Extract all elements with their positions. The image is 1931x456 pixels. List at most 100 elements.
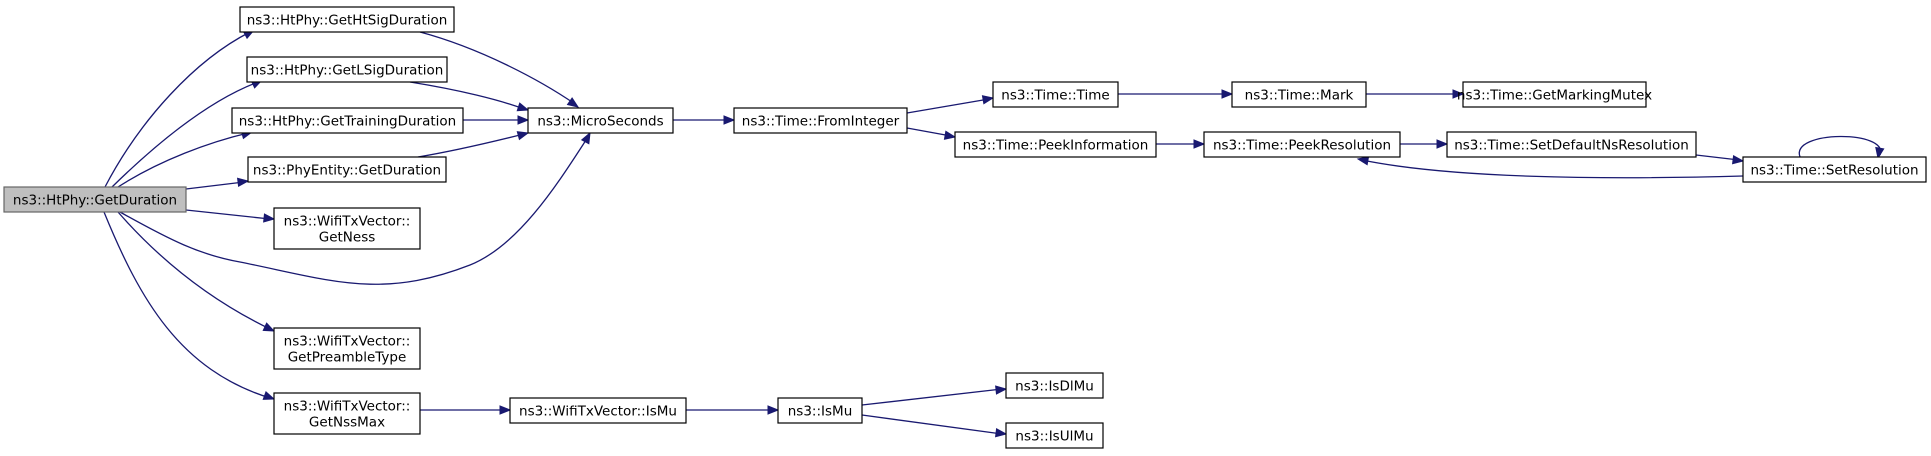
- edge-time-to-mark: [1118, 89, 1234, 99]
- arrowhead-icon: [516, 102, 530, 112]
- node-label: ns3::Time::GetMarkingMutex: [1457, 88, 1652, 104]
- edge-line: [1695, 154, 1740, 161]
- arrowhead-icon: [1875, 146, 1885, 160]
- edge-line: [861, 388, 1003, 406]
- edge-line: [185, 181, 245, 190]
- edge-line: [185, 209, 271, 220]
- node-isulmu[interactable]: ns3::IsUlMu: [1005, 422, 1104, 449]
- edge-mark-to-getmarkingmutex: [1366, 89, 1465, 99]
- node-getmarkingmutex[interactable]: ns3::Time::GetMarkingMutex: [1457, 81, 1652, 108]
- node-label: ns3::WifiTxVector::IsMu: [519, 404, 677, 420]
- node-getnssmax[interactable]: ns3::WifiTxVector::GetNssMax: [273, 392, 421, 435]
- edge-line: [104, 31, 251, 188]
- node-time[interactable]: ns3::Time::Time: [992, 81, 1119, 108]
- node-box[interactable]: [273, 392, 421, 435]
- node-box[interactable]: [992, 81, 1119, 108]
- arrowhead-icon: [1452, 89, 1465, 99]
- node-phyentity-getduration[interactable]: ns3::PhyEntity::GetDuration: [247, 156, 447, 183]
- node-box[interactable]: [1446, 131, 1697, 158]
- edge-peekresolution-to-setdefaultnsresolution: [1400, 139, 1449, 149]
- node-box[interactable]: [231, 107, 464, 134]
- arrowhead-icon: [1221, 89, 1234, 99]
- arrowhead-icon: [580, 131, 591, 145]
- node-box[interactable]: [777, 397, 863, 424]
- node-getness[interactable]: ns3::WifiTxVector::GetNess: [273, 207, 421, 250]
- arrowhead-icon: [499, 405, 512, 415]
- arrowhead-icon: [1193, 139, 1206, 149]
- node-label: ns3::IsUlMu: [1015, 429, 1093, 445]
- edge-line: [906, 127, 952, 137]
- edge-setresolution-to-peekresolution: [1356, 156, 1744, 179]
- arrowhead-icon: [981, 95, 995, 105]
- node-label: ns3::WifiTxVector::: [284, 334, 411, 350]
- node-box[interactable]: [1742, 156, 1927, 183]
- node-mark[interactable]: ns3::Time::Mark: [1231, 81, 1367, 108]
- node-box[interactable]: [239, 6, 455, 33]
- node-box[interactable]: [247, 156, 447, 183]
- node-peekinformation[interactable]: ns3::Time::PeekInformation: [954, 131, 1157, 158]
- arrowhead-icon: [995, 428, 1008, 438]
- node-label: ns3::Time::PeekInformation: [963, 138, 1149, 154]
- node-getpreambletype[interactable]: ns3::WifiTxVector::GetPreambleType: [273, 327, 421, 370]
- edge-gethtsigduration-to-microseconds: [419, 31, 580, 108]
- edge-line: [117, 211, 271, 330]
- edge-microseconds-to-frominteger: [673, 115, 736, 125]
- edge-ismu-to-isdlmu: [861, 385, 1008, 406]
- edge-getduration-to-getness: [185, 209, 276, 223]
- node-setresolution[interactable]: ns3::Time::SetResolution: [1742, 156, 1927, 183]
- node-getduration[interactable]: ns3::HtPhy::GetDuration: [3, 186, 187, 213]
- node-box[interactable]: [1231, 81, 1367, 108]
- node-label: ns3::PhyEntity::GetDuration: [253, 163, 441, 179]
- node-label: GetNess: [319, 230, 376, 246]
- node-box[interactable]: [1462, 81, 1647, 108]
- node-box[interactable]: [527, 107, 674, 134]
- node-label: ns3::Time::FromInteger: [742, 114, 900, 130]
- node-label: ns3::IsDlMu: [1015, 379, 1094, 395]
- node-frominteger[interactable]: ns3::Time::FromInteger: [733, 107, 908, 134]
- edge-getduration-to-microseconds: [119, 131, 591, 285]
- arrowhead-icon: [1436, 139, 1449, 149]
- node-peekresolution[interactable]: ns3::Time::PeekResolution: [1203, 131, 1401, 158]
- edge-line: [103, 211, 271, 399]
- node-label: GetNssMax: [309, 415, 385, 431]
- node-isdlmu[interactable]: ns3::IsDlMu: [1005, 372, 1104, 399]
- node-setdefaultnsresolution[interactable]: ns3::Time::SetDefaultNsResolution: [1446, 131, 1697, 158]
- node-label: ns3::Time::Mark: [1245, 88, 1354, 104]
- node-label: ns3::MicroSeconds: [537, 114, 663, 130]
- edge-wifitxvector-ismu-to-ismu: [686, 405, 780, 415]
- edge-line: [419, 31, 576, 105]
- node-label: ns3::Time::SetResolution: [1750, 163, 1918, 179]
- node-box[interactable]: [3, 186, 187, 213]
- node-box[interactable]: [1005, 422, 1104, 449]
- node-gethtsigduration[interactable]: ns3::HtPhy::GetHtSigDuration: [239, 6, 455, 33]
- node-box[interactable]: [246, 56, 448, 83]
- node-box[interactable]: [1005, 372, 1104, 399]
- arrowhead-icon: [1732, 155, 1745, 165]
- edge-getlsigduration-to-microseconds: [409, 81, 530, 112]
- node-getlsigduration[interactable]: ns3::HtPhy::GetLSigDuration: [246, 56, 448, 83]
- edge-line: [906, 98, 990, 114]
- node-box[interactable]: [954, 131, 1157, 158]
- edge-getduration-to-getpreambletype: [117, 211, 276, 332]
- edge-frominteger-to-peekinformation: [906, 127, 957, 140]
- edge-line: [111, 81, 259, 188]
- node-box[interactable]: [273, 327, 421, 370]
- arrowhead-icon: [237, 177, 250, 187]
- node-box[interactable]: [1203, 131, 1401, 158]
- node-box[interactable]: [509, 397, 687, 424]
- node-gettrainingduration[interactable]: ns3::HtPhy::GetTrainingDuration: [231, 107, 464, 134]
- node-microseconds[interactable]: ns3::MicroSeconds: [527, 107, 674, 134]
- node-ismu[interactable]: ns3::IsMu: [777, 397, 863, 424]
- edge-layer: [103, 29, 1885, 438]
- edge-setdefaultnsresolution-to-setresolution: [1695, 154, 1745, 165]
- arrowhead-icon: [767, 405, 780, 415]
- node-layer: ns3::HtPhy::GetDuration ns3::HtPhy::GetHt…: [3, 6, 1927, 449]
- node-box[interactable]: [273, 207, 421, 250]
- edge-frominteger-to-time: [906, 95, 995, 114]
- edge-getduration-to-getnssmax: [103, 211, 276, 400]
- node-wifitxvector-ismu[interactable]: ns3::WifiTxVector::IsMu: [509, 397, 687, 424]
- node-label: ns3::WifiTxVector::: [284, 399, 411, 415]
- arrowhead-icon: [262, 322, 276, 332]
- node-box[interactable]: [733, 107, 908, 134]
